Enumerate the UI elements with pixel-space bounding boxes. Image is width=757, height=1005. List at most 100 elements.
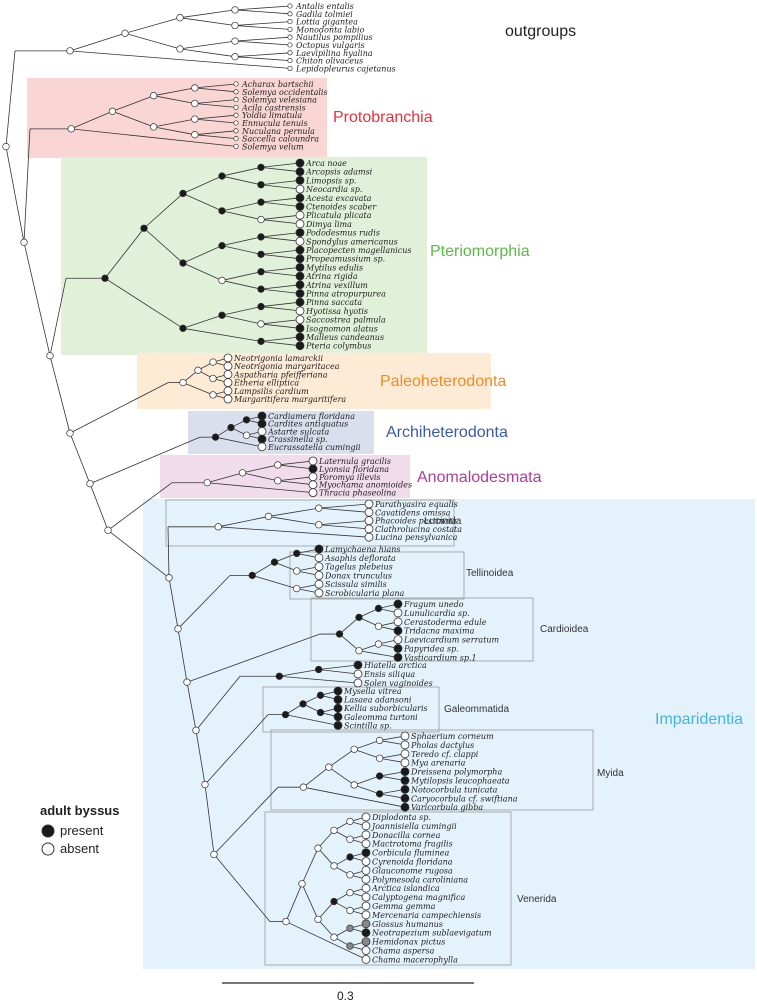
internal-node: [257, 320, 265, 328]
taxon-label-papyridea-sp: Papyridea sp.: [403, 645, 459, 654]
taxon-marker-sphaerium-corneum: [400, 731, 410, 741]
taxon-marker-pinna-atropurpurea: [295, 289, 305, 298]
taxon-label-limopsis-sp: Limopsis sp.: [305, 176, 356, 185]
taxon-label-pinna-atropurpurea: Pinna atropurpurea: [305, 290, 386, 299]
taxon-label-acila-castrensis: Acila castrensis: [241, 103, 306, 112]
subclade-label-tellinoidea: Tellinoidea: [466, 568, 514, 579]
internal-node: [238, 469, 247, 477]
internal-node: [192, 726, 200, 735]
taxon-marker-mactrotoma-fragilis: [361, 839, 371, 849]
internal-node: [218, 207, 226, 215]
taxon-label-mytilus-edulis: Mytilus edulis: [305, 263, 363, 272]
taxon-marker-clathrolucina-costata: [364, 524, 374, 534]
internal-node: [274, 477, 282, 485]
taxon-label-joannisiella-cumingii: Joannisiella cumingii: [370, 822, 457, 831]
taxon-label-solemya-velum: Solemya velum: [242, 142, 304, 151]
internal-node: [375, 790, 384, 798]
taxon-label-eucrassatella-cumingii: Eucrassatella cumingii: [267, 443, 361, 452]
taxon-label-crassinella-sp: Crassinella sp.: [268, 435, 328, 444]
internal-node: [282, 917, 290, 926]
taxon-label-placopecten-magellanicus: Placopecten magellanicus: [305, 246, 412, 255]
taxon-label-tagelus-plebeius: Tagelus plebeius: [325, 563, 393, 572]
taxon-label-nautilus-pompilius: Nautilus pompilius: [295, 33, 373, 42]
taxon-marker-lepidopleurus-cajetanus: [287, 65, 293, 71]
legend-absent-marker: [41, 842, 55, 856]
taxon-label-ennucula-tenuis: Ennucula tenuis: [241, 119, 308, 128]
internal-node: [210, 850, 218, 859]
taxon-marker-neotrapezium-sublaevigatum: [361, 928, 371, 938]
taxon-marker-pteria-colymbus: [295, 341, 305, 351]
clade-label-archiheterodonta: Archiheterodonta: [386, 424, 508, 441]
taxon-marker-isognomon-alatus: [295, 323, 305, 333]
taxon-marker-solemya-velum: [233, 143, 239, 149]
taxon-label-chama-aspersa: Chama aspersa: [372, 947, 435, 956]
subclade-label-myida: Myida: [597, 768, 624, 779]
internal-node: [231, 37, 239, 45]
taxon-label-solemya-velesiana: Solemya velesiana: [242, 96, 317, 105]
taxon-label-neocardia-sp: Neocardia sp.: [305, 185, 362, 194]
taxon-marker-margaritifera-margaritifera: [223, 394, 233, 404]
taxon-label-astarte-sulcata: Astarte sulcata: [267, 427, 329, 436]
internal-node: [108, 107, 117, 115]
taxon-marker-mytilopsis-leucophaeata: [400, 776, 410, 785]
taxon-label-sphaerium-corneum: Sphaerium corneum: [411, 732, 494, 741]
taxon-label-vasticardium-sp-1: Vasticardium sp.1: [404, 653, 477, 662]
legend-present-label: present: [60, 823, 104, 838]
taxon-marker-ennucula-tenuis: [233, 120, 239, 126]
taxon-marker-calyptogena-magnifica: [361, 892, 371, 902]
internal-node: [203, 479, 211, 487]
taxon-marker-arctica-islandica: [361, 883, 371, 893]
internal-node: [140, 224, 148, 232]
taxon-label-tridacna-maxima: Tridacna maxima: [404, 627, 475, 636]
internal-node: [191, 131, 199, 139]
taxon-label-lepidopleurus-cajetanus: Lepidopleurus cajetanus: [295, 64, 396, 73]
internal-node: [231, 53, 239, 61]
taxon-label-parathyasira-equalis: Parathyasira equalis: [374, 500, 458, 509]
taxon-marker-lucina-pensylvanica: [364, 532, 374, 542]
internal-node: [149, 92, 158, 100]
taxon-label-atrina-vexillum: Atrina vexillum: [305, 281, 368, 290]
taxon-marker-nautilus-pompilius: [287, 34, 293, 40]
taxon-marker-lampsilis-cardium: [223, 386, 233, 396]
internal-node: [179, 189, 187, 198]
clade-box-imparidentia: [143, 499, 755, 969]
internal-node: [275, 672, 283, 680]
internal-node: [242, 431, 251, 439]
taxon-label-notocorbula-tunicata: Notocorbula tunicata: [410, 785, 498, 794]
internal-node: [183, 678, 191, 686]
taxon-label-hiatella-arctica: Hiatella arctica: [363, 661, 427, 670]
internal-node: [176, 45, 184, 53]
taxon-label-donacilla-cornea: Donacilla cornea: [371, 831, 441, 840]
legend-absent-label: absent: [60, 841, 99, 856]
taxon-label-pteria-colymbus: Pteria colymbus: [305, 342, 371, 351]
taxon-marker-donacilla-cornea: [361, 830, 371, 840]
internal-node: [191, 115, 199, 123]
taxon-marker-neotrigonia-margaritacea: [223, 361, 233, 371]
clade-label-imparidentia: Imparidentia: [655, 711, 743, 728]
taxon-marker-octopus-vulgaris: [287, 42, 293, 48]
taxon-marker-ctenoides-scaber: [295, 202, 305, 211]
taxon-marker-lunulicardia-sp: [393, 608, 403, 618]
taxon-label-polymesoda-caroliniana: Polymesoda caroliniana: [371, 875, 468, 884]
internal-node: [257, 233, 265, 241]
internal-node: [257, 268, 265, 276]
taxon-label-phacoides-pectinata: Phacoides pectinata: [374, 517, 457, 526]
taxon-label-pododesmus-rudis: Pododesmus rudis: [305, 229, 380, 238]
taxon-marker-monodonta-labio: [287, 26, 293, 32]
taxon-marker-asaphis-deflorata: [314, 553, 324, 563]
taxon-label-isognomon-alatus: Isognomon alatus: [305, 324, 378, 333]
internal-node: [67, 125, 75, 133]
taxon-label-glossus-humanus: Glossus humanus: [372, 920, 443, 929]
clade-box-archiheterodonta: [188, 411, 374, 454]
taxon-marker-malleus-candeanus: [295, 332, 305, 342]
internal-node: [375, 736, 384, 745]
taxon-label-cyrenoida-floridana: Cyrenoida floridana: [372, 858, 453, 867]
taxon-label-laevicardium-serratum: Laevicardium serratum: [403, 636, 500, 645]
taxon-label-hemidonax-pictus: Hemidonax pictus: [371, 938, 445, 947]
taxon-label-lasaea-adansoni: Lasaea adansoni: [343, 696, 412, 705]
internal-node: [191, 99, 199, 108]
internal-node: [316, 691, 325, 699]
taxon-label-myochama-anomioides: Myochama anomioides: [318, 481, 412, 490]
taxon-marker-mytilus-edulis: [295, 262, 305, 272]
internal-node: [174, 625, 182, 633]
